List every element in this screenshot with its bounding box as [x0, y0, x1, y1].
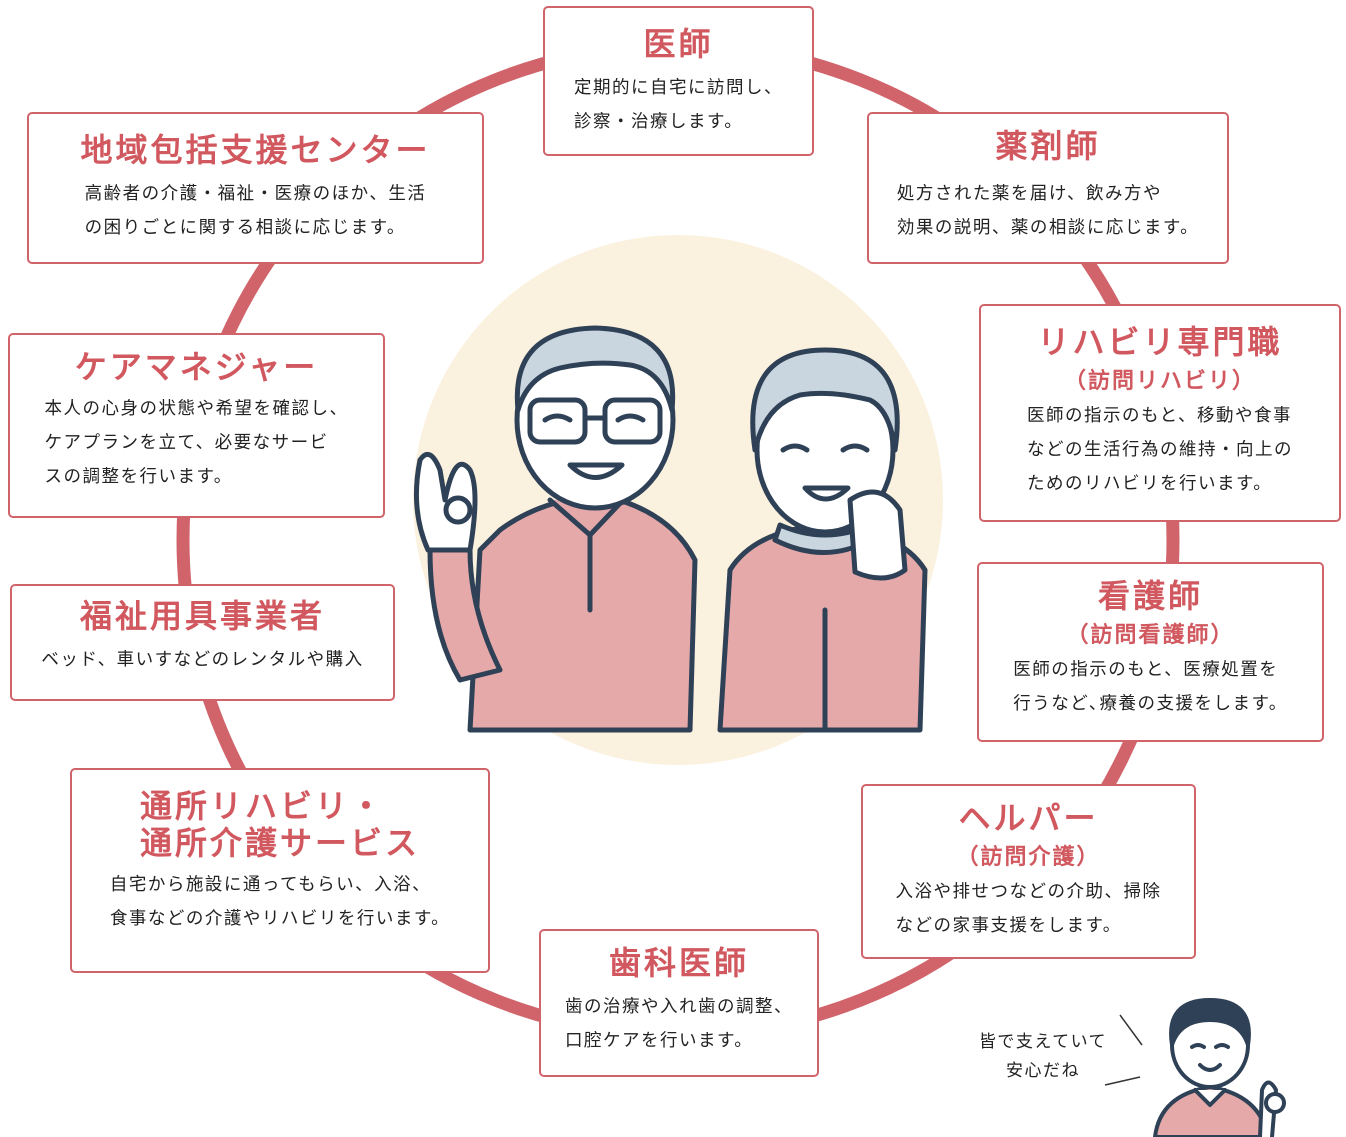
- card-dentist-title: 歯科医師: [608, 944, 749, 982]
- card-daycare: 通所リハビリ・ 通所介護サービス 自宅から施設に通ってもらい、入浴、 食事などの…: [70, 768, 490, 973]
- card-welfare-desc: ベッド、車いすなどのレンタルや購入: [41, 649, 364, 670]
- card-pharmacist-desc: 処方された薬を届け、飲み方や 効果の説明、薬の相談に応じます。: [896, 183, 1200, 238]
- card-community-center: 地域包括支援センター 高齢者の介護・福祉・医療のほか、生活 の困りごとに関する相…: [27, 112, 484, 264]
- card-daycare-desc: 自宅から施設に通ってもらい、入浴、 食事などの介護やリハビリを行います。: [109, 874, 451, 929]
- card-pharmacist: 薬剤師 処方された薬を届け、飲み方や 効果の説明、薬の相談に応じます。: [867, 112, 1229, 264]
- card-welfare-title: 福祉用具事業者: [79, 597, 325, 635]
- card-daycare-title: 通所リハビリ・ 通所介護サービス: [139, 787, 420, 862]
- card-community-title: 地域包括支援センター: [80, 131, 431, 169]
- card-doctor-title: 医師: [643, 25, 714, 63]
- card-dentist: 歯科医師 歯の治療や入れ歯の調整、 口腔ケアを行います。: [539, 929, 819, 1077]
- card-nurse-title: 看護師: [1097, 577, 1203, 615]
- card-helper-title: ヘルパー: [958, 799, 1099, 837]
- speech-lines: [1104, 1014, 1143, 1086]
- card-care-manager-title: ケアマネジャー: [74, 348, 319, 386]
- card-doctor-desc: 定期的に自宅に訪問し、 診察・治療します。: [574, 77, 783, 132]
- card-nurse: 看護師 （訪問看護師） 医師の指示のもと、医療処置を 行うなど､療養の支援をしま…: [977, 562, 1324, 742]
- card-nurse-desc: 医師の指示のもと、医療処置を 行うなど､療養の支援をします。: [1013, 659, 1288, 714]
- card-helper: ヘルパー （訪問介護） 入浴や排せつなどの介助、掃除 などの家事支援をします。: [861, 784, 1196, 959]
- card-pharmacist-title: 薬剤師: [995, 127, 1101, 165]
- elderly-couple-illustration: [413, 325, 928, 733]
- card-helper-sub: （訪問介護）: [956, 844, 1101, 870]
- card-nurse-sub: （訪問看護師）: [1066, 622, 1235, 648]
- card-rehab-sub: （訪問リハビリ）: [1063, 368, 1256, 394]
- card-rehab-title: リハビリ専門職: [1037, 323, 1283, 361]
- card-welfare: 福祉用具事業者 ベッド、車いすなどのレンタルや購入: [10, 584, 395, 701]
- nurse-illustration: [1153, 998, 1286, 1137]
- card-doctor: 医師 定期的に自宅に訪問し、 診察・治療します。: [543, 6, 814, 156]
- card-helper-desc: 入浴や排せつなどの介助、掃除 などの家事支援をします。: [895, 881, 1162, 936]
- card-care-manager: ケアマネジャー 本人の心身の状態や希望を確認し、 ケアプランを立て、必要なサービ…: [8, 333, 385, 518]
- card-care-manager-desc: 本人の心身の状態や希望を確認し、 ケアプランを立て、必要なサービ スの調整を行い…: [44, 398, 349, 487]
- card-rehab-desc: 医師の指示のもと、移動や食事 などの生活行為の維持・向上の ためのリハビリを行い…: [1027, 405, 1293, 494]
- card-rehab: リハビリ専門職 （訪問リハビリ） 医師の指示のもと、移動や食事 などの生活行為の…: [979, 304, 1341, 522]
- speech-text: 皆で支えていて 安心だね: [978, 1032, 1108, 1081]
- card-dentist-desc: 歯の治療や入れ歯の調整、 口腔ケアを行います。: [565, 996, 793, 1051]
- card-community-desc: 高齢者の介護・福祉・医療のほか、生活 の困りごとに関する相談に応じます。: [84, 183, 427, 238]
